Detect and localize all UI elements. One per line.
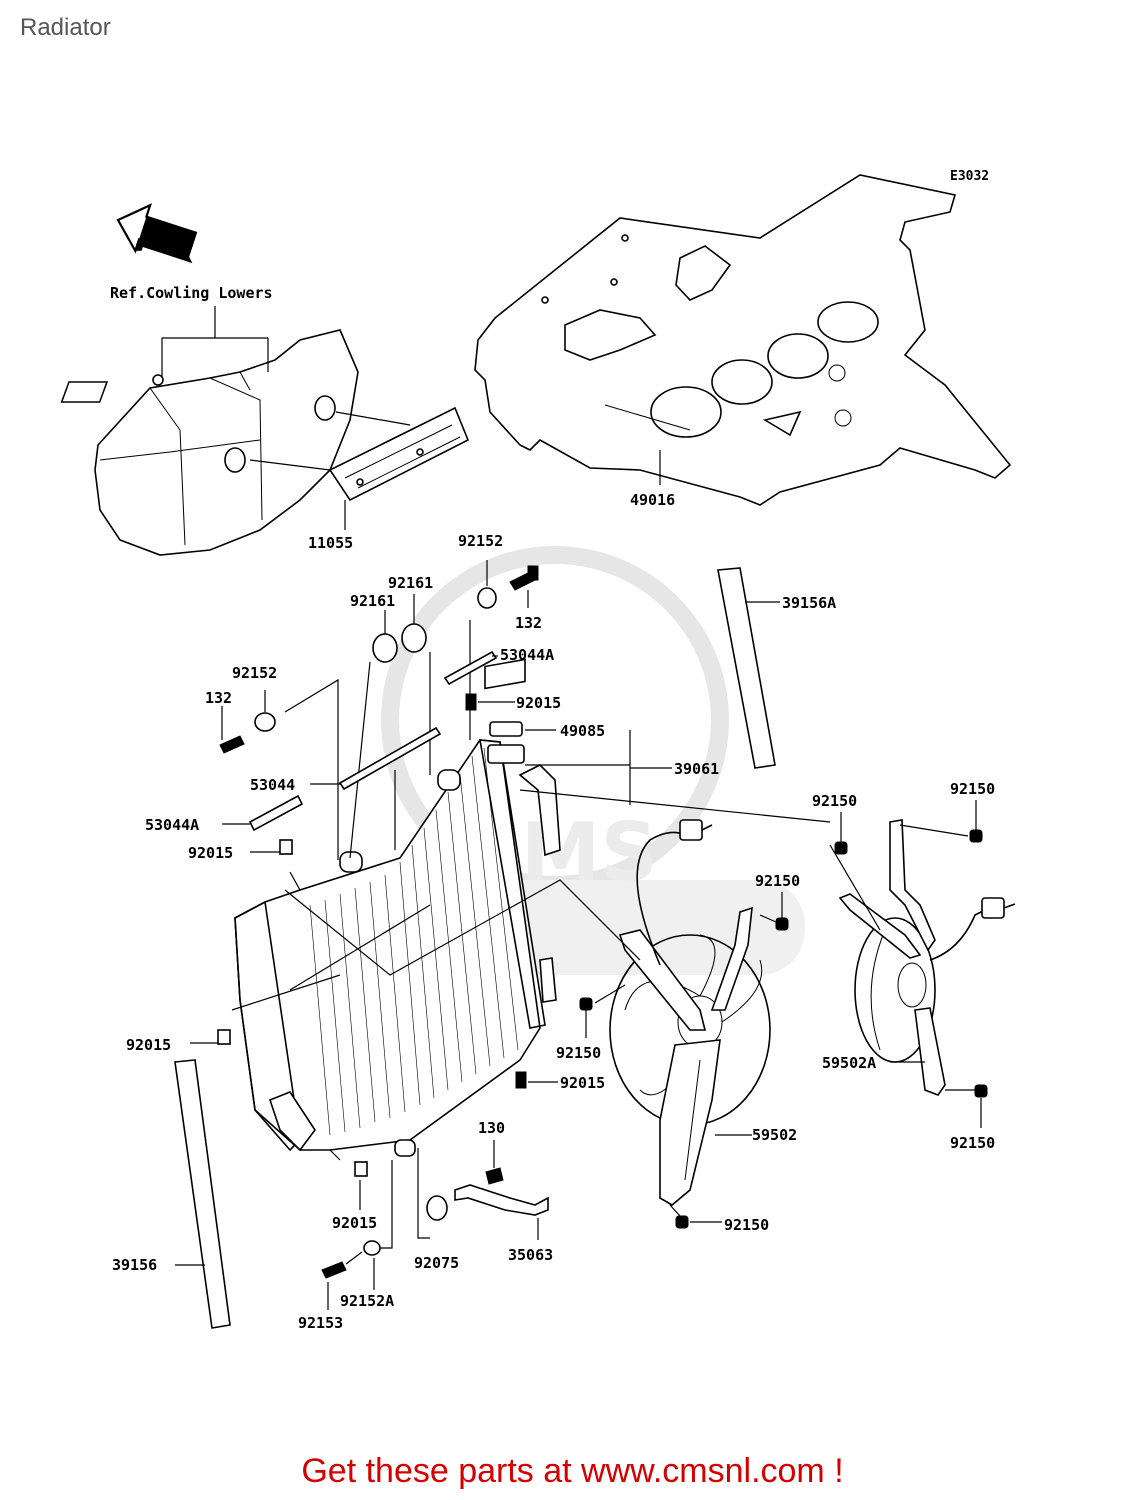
label-92150-d: 92150: [556, 1044, 601, 1062]
radiator-cap-49085: [487, 721, 672, 805]
label-92015-left: 92015: [188, 844, 233, 862]
label-53044: 53044: [250, 776, 295, 794]
foam-strip-39156A: [717, 567, 780, 769]
clip-92015-right: [515, 1071, 558, 1089]
label-92075: 92075: [414, 1254, 459, 1272]
cooling-fan-59502A: [838, 819, 1016, 1096]
bracket-11055: [249, 406, 470, 530]
label-49085: 49085: [560, 722, 605, 740]
nut-92150-a: [829, 812, 881, 931]
clip-92015-left: [250, 839, 301, 891]
rubber-92161-a: [372, 610, 398, 663]
nut-92150-c: [759, 892, 789, 931]
label-92153: 92153: [298, 1314, 343, 1332]
clip-92015-mid: [190, 974, 341, 1045]
label-92152-left: 92152: [232, 664, 277, 682]
clip-92015-top: [465, 693, 515, 711]
bolt-132-left: [219, 706, 245, 754]
nut-92150-f: [669, 1204, 722, 1229]
clip-92015-bottom: [329, 1149, 368, 1210]
label-59502A: 59502A: [822, 1054, 876, 1072]
rod-53044: [310, 726, 442, 850]
label-39061: 39061: [674, 760, 719, 778]
front-arrow-icon: FRONT: [116, 203, 198, 264]
label-92015-bottom: 92015: [332, 1214, 377, 1232]
page-title: Radiator: [20, 14, 111, 41]
nut-92150-d: [579, 984, 626, 1038]
diagram-code: E3032: [950, 169, 989, 184]
rod-53044A-left: [222, 794, 304, 832]
label-92015-mid: 92015: [126, 1036, 171, 1054]
cooling-fan-59502: [609, 819, 771, 1206]
label-39156A: 39156A: [782, 594, 836, 612]
label-59502: 59502: [752, 1126, 797, 1144]
label-132-left: 132: [205, 689, 232, 707]
grommet-92152-top: [469, 560, 497, 740]
label-49016: 49016: [630, 491, 675, 509]
label-92150-f: 92150: [724, 1216, 769, 1234]
rod-53044A-top: [443, 650, 498, 686]
label-35063: 35063: [508, 1246, 553, 1264]
label-92152A: 92152A: [340, 1292, 394, 1310]
cowling-lower-part: [60, 329, 359, 556]
label-53044A-left: 53044A: [145, 816, 199, 834]
label-92161-b: 92161: [388, 574, 433, 592]
label-92161-a: 92161: [350, 592, 395, 610]
label-130: 130: [478, 1119, 505, 1137]
foam-strip-39156: [174, 1059, 231, 1329]
footer-link-text[interactable]: Get these parts at www.cmsnl.com !: [301, 1452, 844, 1490]
nut-92150-b: [899, 800, 983, 843]
label-92152-top: 92152: [458, 532, 503, 550]
bracket-35063: [454, 1184, 549, 1240]
label-132-top: 132: [515, 614, 542, 632]
rubber-92161-b: [401, 594, 427, 653]
label-92150-b: 92150: [950, 780, 995, 798]
label-39156: 39156: [112, 1256, 157, 1274]
label-11055: 11055: [308, 534, 353, 552]
bolt-92153: [321, 1251, 363, 1310]
label-92150-a: 92150: [812, 792, 857, 810]
nut-92150-e: [945, 1084, 988, 1128]
label-53044A-top: 53044A: [500, 646, 554, 664]
grommet-92152A: [363, 1160, 393, 1290]
bolt-132-top: [509, 565, 539, 608]
label-92150-e: 92150: [950, 1134, 995, 1152]
bolt-130: [485, 1140, 504, 1185]
label-92015-top: 92015: [516, 694, 561, 712]
grommet-92152-left: [254, 678, 339, 860]
label-92150-c: 92150: [755, 872, 800, 890]
heat-shield-49016: [474, 174, 1012, 506]
rubber-92075: [417, 1148, 448, 1239]
label-92015-right: 92015: [560, 1074, 605, 1092]
reference-note: Ref.Cowling Lowers: [110, 284, 273, 302]
